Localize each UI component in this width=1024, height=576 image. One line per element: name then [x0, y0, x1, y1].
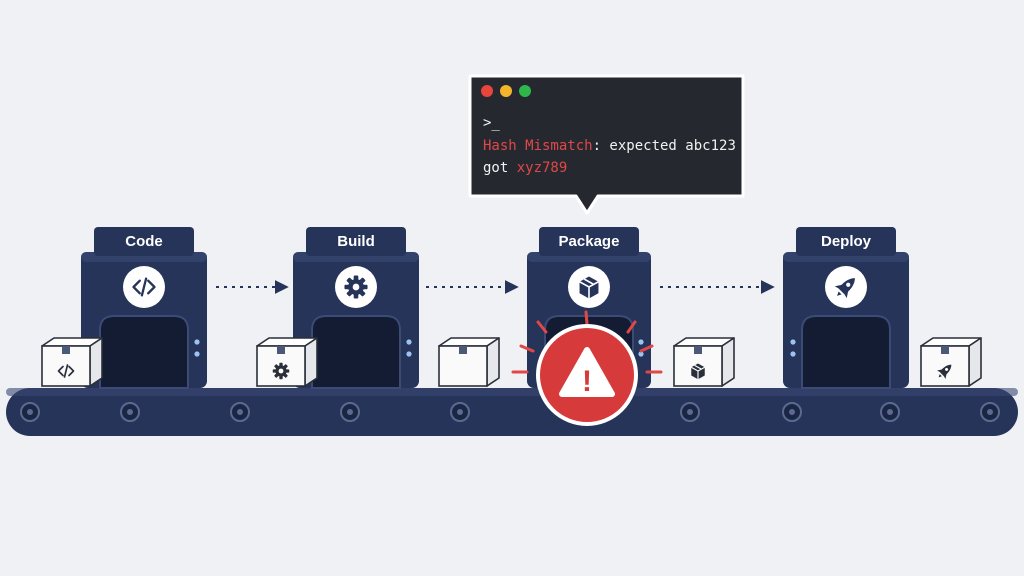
hash-mismatch-text: Hash Mismatch [483, 138, 593, 154]
stage-label-plate-deploy [796, 227, 896, 256]
belt-roller [880, 402, 900, 422]
stage-label-deploy: Deploy [821, 233, 872, 250]
belt-roller [340, 402, 360, 422]
stage-tunnel-opening [311, 315, 401, 389]
stage-code: Code [81, 227, 207, 389]
stage-deploy: Deploy [783, 227, 909, 389]
stage-label-plate-code [94, 227, 194, 256]
stage-label-code: Code [125, 233, 163, 250]
gear-icon [272, 362, 290, 380]
terminal-window: >_ Hash Mismatch: expected abc123 got xy… [468, 74, 745, 215]
belt-rollers [20, 402, 1000, 422]
belt-roller [230, 402, 250, 422]
code-icon [57, 364, 75, 378]
stage-build: Build [293, 227, 419, 389]
belt-roller [980, 402, 1000, 422]
expected-hash-text: : expected abc123 [593, 138, 736, 154]
warning-symbol: ! [582, 365, 592, 398]
gear-icon [344, 275, 368, 299]
stage-tunnel-opening [99, 315, 189, 389]
belt-box-3 [438, 337, 500, 387]
package-icon [579, 276, 599, 299]
stage-indicator-lights [406, 339, 412, 357]
terminal-close-dot[interactable] [481, 85, 493, 97]
alert-burst-lines [511, 310, 663, 374]
belt-box-2 [256, 337, 318, 387]
belt-roller [782, 402, 802, 422]
terminal-prompt: >_ [483, 115, 500, 131]
warning-icon: ! [559, 347, 615, 398]
terminal-error-line-1: Hash Mismatch: expected abc123 [483, 138, 736, 154]
stage-indicator-lights [638, 339, 644, 357]
error-alert: ! [511, 310, 663, 426]
terminal-error-line-2: got xyz789 [483, 160, 567, 176]
belt-roller [680, 402, 700, 422]
stage-indicator-lights [790, 339, 796, 357]
belt-box-1 [41, 337, 103, 387]
stage-label-build: Build [337, 233, 375, 250]
terminal-maximize-dot[interactable] [519, 85, 531, 97]
belt-box-4 [673, 337, 735, 387]
conveyor-belt [6, 388, 1018, 436]
code-icon [132, 277, 156, 297]
stage-label-plate-package [539, 227, 639, 256]
belt-roller [20, 402, 40, 422]
stage-indicator-lights [194, 339, 200, 357]
rocket-icon [834, 278, 855, 299]
belt-box-5 [920, 337, 982, 387]
terminal-minimize-dot[interactable] [500, 85, 512, 97]
stage-tunnel-opening [801, 315, 891, 389]
stage-label-package: Package [559, 233, 620, 250]
package-icon [690, 363, 706, 380]
belt-roller [450, 402, 470, 422]
belt-packages [41, 337, 982, 387]
belt-roller [120, 402, 140, 422]
got-prefix-text: got [483, 160, 517, 176]
actual-hash-text: xyz789 [517, 160, 568, 176]
stage-label-plate-build [306, 227, 406, 256]
